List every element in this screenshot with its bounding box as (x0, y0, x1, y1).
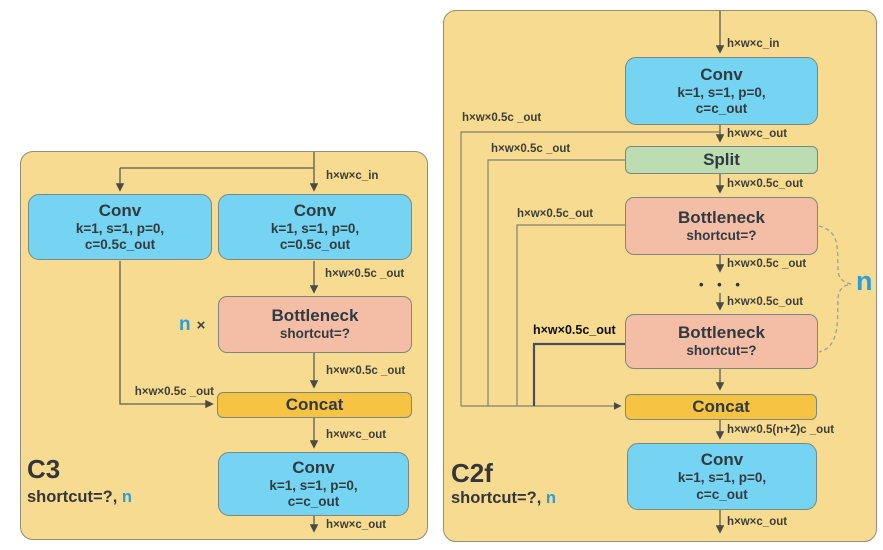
subtitle-n: n (121, 488, 132, 506)
tensor-shape-label: h×w×0.5c _out (462, 112, 542, 124)
c3-conv-out-block: Conv k=1, s=1, p=0, c=c_out (218, 452, 409, 516)
block-title: Bottleneck (678, 323, 765, 343)
tensor-shape-label: h×w×0.5c_out (517, 208, 594, 220)
c3-concat-block: Concat (217, 392, 412, 418)
block-param: k=1, s=1, p=0, (677, 470, 767, 485)
c3-repeat-label: n× (179, 314, 205, 336)
tensor-shape-label: h×w×c_out (326, 519, 387, 531)
tensor-shape-label: h×w×c_in (326, 170, 379, 182)
c3-conv-left-block: Conv k=1, s=1, p=0, c=0.5c_out (28, 194, 212, 260)
c3-bottleneck-block: Bottleneck shortcut=? (218, 296, 412, 353)
block-title: Conv (98, 200, 142, 220)
c2f-bottleneck2-block: Bottleneck shortcut=? (625, 314, 818, 369)
block-param: c=0.5c_out (84, 237, 156, 252)
block-title: Conv (700, 64, 743, 84)
tensor-shape-label: h×w×0.5(n+2)c _out (727, 424, 835, 436)
c2f-module-title: C2f (451, 458, 493, 488)
tensor-shape-label: h×w×c_out (326, 429, 387, 441)
block-param: k=1, s=1, p=0, (75, 220, 165, 236)
tensor-shape-label: h×w×0.5c_out (727, 296, 804, 308)
block-title: Conv (292, 457, 335, 477)
block-param: k=1, s=1, p=0, (270, 220, 360, 236)
c3-module-subtitle: shortcut=?, n (27, 488, 132, 507)
c2f-brace-n: n (856, 266, 873, 296)
block-title: Bottleneck (678, 207, 765, 227)
block-title: Concat (692, 397, 750, 416)
tensor-shape-label: h×w×0.5c _out (727, 258, 807, 270)
block-param: k=1, s=1, p=0, (677, 84, 766, 100)
block-param: shortcut=? (686, 227, 757, 243)
block-param: c=0.5c_out (279, 237, 351, 252)
subtitle-n: n (545, 489, 556, 507)
tensor-shape-label: h×w×c_in (727, 38, 780, 50)
block-title: Bottleneck (271, 306, 359, 326)
subtitle-text: shortcut=?, (27, 488, 118, 506)
c2f-bottleneck1-block: Bottleneck shortcut=? (625, 197, 818, 255)
subtitle-text: shortcut=?, (451, 489, 542, 507)
tensor-shape-label: h×w×0.5c _out (326, 365, 406, 377)
c2f-ellipsis: • • • (699, 277, 745, 292)
c2f-module-subtitle: shortcut=?, n (451, 489, 556, 508)
tensor-shape-label: h×w×c_out (727, 516, 788, 528)
block-param: shortcut=? (279, 326, 351, 342)
c2f-conv-out-block: Conv k=1, s=1, p=0, c=c_out (627, 443, 817, 510)
c3-module-title: C3 (27, 454, 61, 484)
block-param: c=c_out (696, 486, 748, 502)
block-param: c=c_out (287, 494, 340, 509)
block-title: Split (703, 150, 740, 169)
block-param: c=c_out (695, 101, 748, 116)
block-param: k=1, s=1, p=0, (269, 477, 358, 493)
repeat-times: × (196, 317, 206, 334)
tensor-shape-label: h×w×0.5c_out (533, 323, 616, 337)
repeat-count: n (179, 314, 191, 335)
c2f-concat-block: Concat (625, 394, 817, 420)
block-title: Conv (293, 200, 337, 220)
block-title: Concat (285, 395, 344, 414)
c2f-conv-top-block: Conv k=1, s=1, p=0, c=c_out (625, 57, 818, 125)
tensor-shape-label: h×w×0.5c _out (491, 143, 571, 155)
tensor-shape-label: h×w×0.5c _out (325, 268, 405, 280)
tensor-shape-label: h×w×c_out (727, 128, 788, 140)
c3-conv-right-block: Conv k=1, s=1, p=0, c=0.5c_out (218, 194, 412, 260)
block-param: shortcut=? (686, 343, 757, 359)
block-title: Conv (700, 450, 744, 469)
tensor-shape-label: h×w×0.5c _out (134, 386, 214, 398)
tensor-shape-label: h×w×0.5c_out (727, 178, 804, 190)
c2f-split-block: Split (625, 146, 818, 174)
